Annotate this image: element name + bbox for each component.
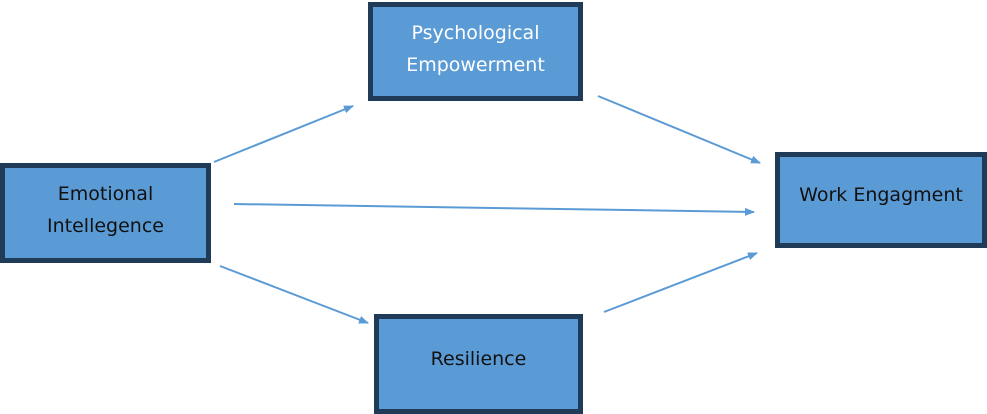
arrow-pe-to-we xyxy=(597,95,761,164)
node-emotional-intelligence: Emotional Intellegence xyxy=(0,163,211,263)
arrow-ei-to-we xyxy=(233,203,755,216)
node-label: Work Engagment xyxy=(799,184,963,206)
node-resilience: Resilience xyxy=(374,314,583,414)
node-label: Resilience xyxy=(430,348,527,370)
node-label-line1: Psychological xyxy=(411,22,540,44)
node-psychological-empowerment: Psychological Empowerment xyxy=(368,2,583,101)
node-label-line2: Empowerment xyxy=(406,54,545,76)
arrow-resilience-to-we xyxy=(603,252,758,313)
node-label-line1: Emotional xyxy=(57,183,154,205)
node-work-engagement: Work Engagment xyxy=(775,152,987,248)
arrow-ei-to-pe xyxy=(213,105,354,163)
arrow-ei-to-resilience xyxy=(219,265,369,324)
node-label-line2: Intellegence xyxy=(47,215,164,237)
